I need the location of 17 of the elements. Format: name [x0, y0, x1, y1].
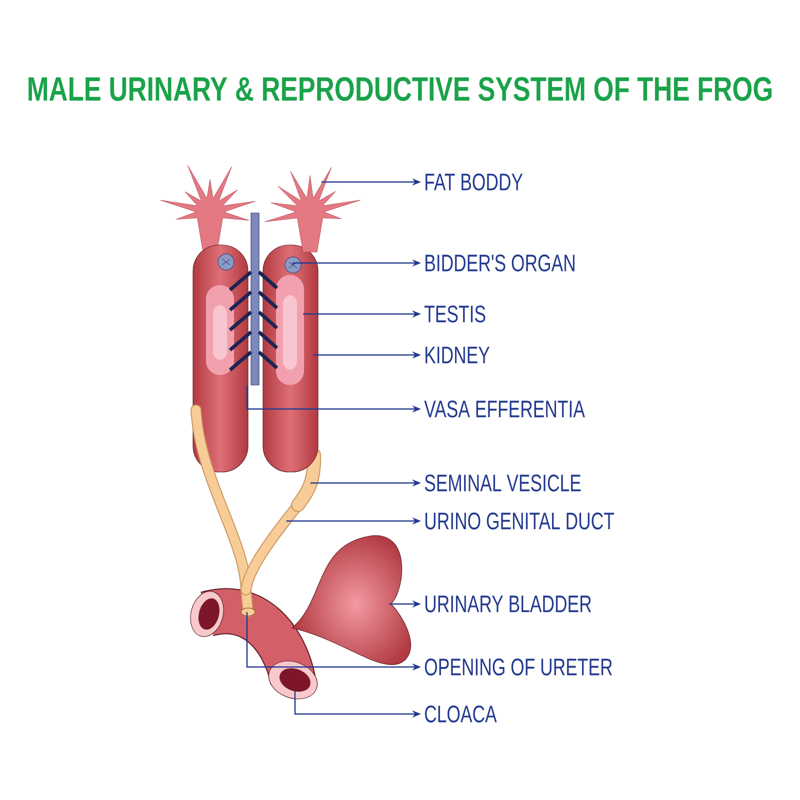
- part-label: URINARY BLADDER: [425, 596, 592, 612]
- fat-body-drawing: [264, 167, 361, 252]
- bidders-organ-drawing: [284, 256, 302, 274]
- part-label: OPENING OF URETER: [424, 658, 612, 676]
- part-label: BIDDER'S ORGAN: [426, 254, 574, 272]
- part-label: TESTIS: [424, 306, 486, 322]
- part-label: KIDNEY: [426, 346, 490, 364]
- part-label: CLOACA: [425, 706, 497, 722]
- title: MALE URINARY & REPRODUCTIVE SYSTEM OF THE FROG: [28, 77, 772, 101]
- bladder-drawing: [292, 536, 411, 665]
- part-label: VASA EFFERENTIA: [424, 400, 585, 418]
- part-label: URINO GENITAL DUCT: [425, 512, 614, 530]
- part-label: SEMINAL VESICLE: [424, 474, 581, 492]
- vasa-efferentia-drawing: [228, 212, 278, 386]
- testis-drawing: [276, 275, 304, 385]
- seminal-vesicle-drawing: [291, 448, 322, 512]
- part-label: FAT BODDY: [426, 174, 523, 190]
